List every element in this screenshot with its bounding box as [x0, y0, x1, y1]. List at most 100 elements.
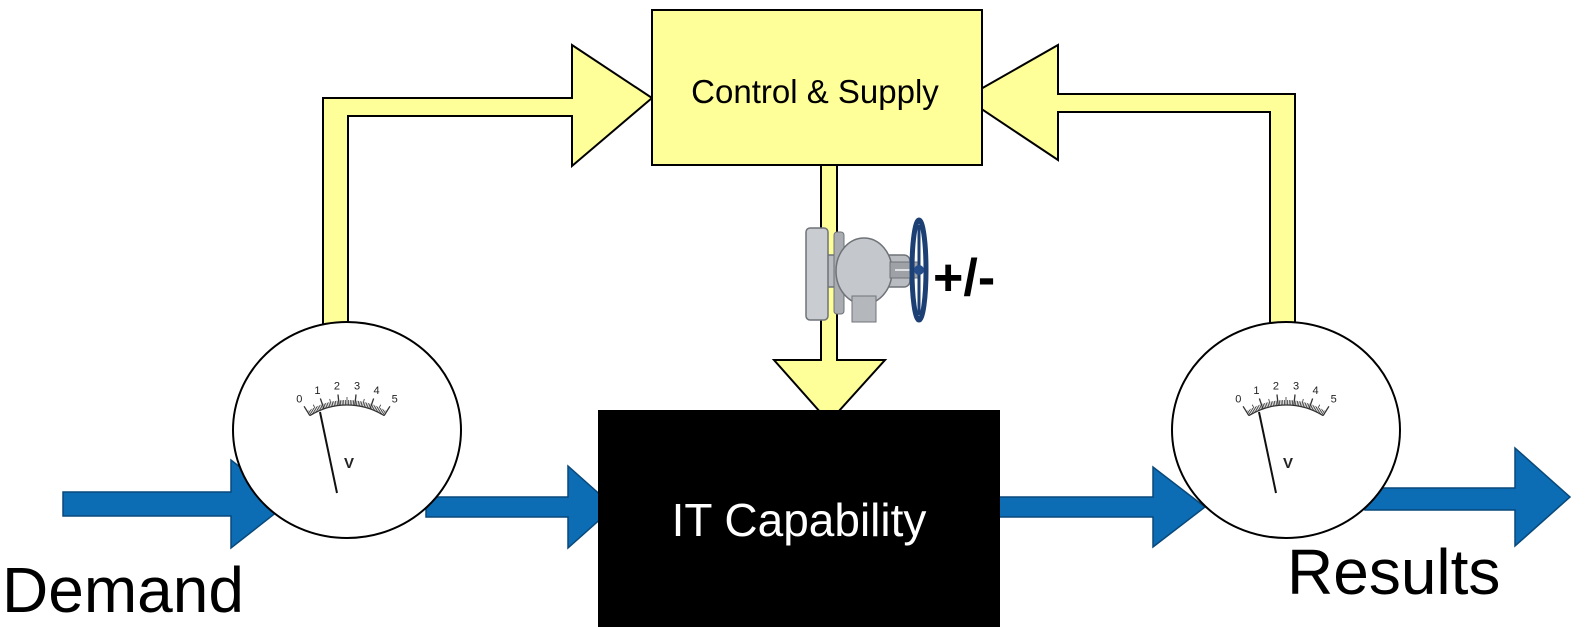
control-down-arrow: [771, 164, 888, 424]
meter-unit-label: V: [1283, 455, 1293, 472]
meter-tick: [359, 401, 361, 407]
meter-tick: [372, 405, 376, 411]
meter-scale-number: 5: [392, 394, 398, 406]
meter-tick: [378, 407, 382, 413]
meter-tick: [1314, 406, 1318, 412]
demand-voltmeter-icon: 01 2 3 45V: [232, 321, 462, 539]
meter-tick: [311, 408, 315, 414]
meter-tick: [1313, 405, 1316, 411]
meter-needle: [1258, 411, 1277, 494]
meter-tick: [383, 405, 391, 416]
meter-tick: [1275, 400, 1278, 406]
capability-to-meter-arrow: [997, 465, 1207, 549]
meter-tick: [365, 402, 368, 408]
meter-tick: [323, 403, 326, 409]
meter-tick: [1268, 398, 1271, 407]
meter-tick: [1247, 410, 1251, 416]
meter-tick: [357, 400, 360, 406]
meter-scale-number: 1: [314, 385, 320, 397]
meter-tick: [1250, 408, 1254, 414]
meter-tick: [1265, 402, 1268, 408]
meter-scale-number: 5: [1331, 394, 1337, 406]
meter-tick: [1318, 408, 1322, 414]
demand-label: Demand: [2, 554, 244, 626]
meter-tick: [1320, 409, 1324, 415]
meter-tick: [1254, 406, 1258, 412]
meter-tick: [329, 398, 332, 407]
control-supply-box: [651, 9, 983, 166]
meter-tick: [1272, 401, 1274, 407]
meter-tick: [333, 401, 335, 407]
meter-tick: [1293, 394, 1296, 406]
meter-tick: [369, 398, 375, 410]
meter-tick: [1294, 400, 1297, 406]
meter-tick: [382, 410, 386, 416]
left-feedback-arrow: [322, 43, 654, 328]
meter-tick: [331, 401, 334, 407]
meter-tick: [1307, 403, 1310, 409]
demand-input-arrow: [62, 458, 289, 550]
meter-tick: [1262, 403, 1265, 409]
meter-scale-number: 0: [1235, 394, 1241, 406]
meter-tick: [1242, 405, 1250, 416]
meter-tick: [1321, 410, 1325, 416]
meter-tick: [1322, 405, 1330, 416]
meter-tick: [376, 404, 382, 413]
meter-tick: [362, 398, 365, 407]
meter-tick: [1276, 394, 1279, 406]
meter-tick: [326, 402, 329, 408]
meter-tick: [1310, 404, 1313, 410]
meter-tick: [355, 400, 358, 406]
meter-tick: [375, 406, 379, 412]
meter-tick: [1296, 400, 1299, 406]
meter-tick: [337, 394, 340, 406]
adjust-label: +/-: [933, 249, 995, 307]
meter-tick: [334, 400, 337, 406]
meter-tick: [354, 394, 357, 406]
meter-tick: [308, 410, 312, 416]
meter-tick: [374, 405, 377, 411]
meter-tick: [1299, 401, 1302, 407]
meter-tick: [363, 402, 366, 408]
meter-tick: [371, 404, 374, 410]
meter-to-capability-arrow: [425, 464, 616, 550]
meter-tick: [1305, 403, 1308, 409]
meter-tick: [1256, 405, 1259, 411]
meter-tick: [1298, 401, 1300, 407]
meter-tick: [319, 398, 325, 410]
it-capability-label: IT Capability: [672, 494, 927, 546]
meter-scale-number: 2: [1273, 381, 1279, 393]
meter-tick: [1267, 402, 1270, 408]
meter-scale-number: 2: [334, 381, 340, 393]
meter-unit-label: V: [344, 455, 354, 472]
meter-tick: [1251, 407, 1255, 413]
meter-tick: [1259, 404, 1262, 410]
meter-scale-number: 3: [1293, 381, 1299, 393]
meter-scale-number: 1: [1253, 385, 1259, 397]
meter-tick: [303, 405, 311, 416]
meter-tick: [1251, 404, 1257, 413]
meter-tick: [312, 407, 316, 413]
meter-tick: [1270, 401, 1273, 407]
meter-scale-number: 0: [296, 394, 302, 406]
meter-tick: [317, 405, 320, 411]
meter-tick: [1302, 402, 1305, 408]
meter-tick: [1311, 405, 1315, 411]
meter-tick: [325, 403, 328, 409]
meter-tick: [315, 406, 319, 412]
meter-tick: [1317, 407, 1321, 413]
results-output-arrow: [1364, 446, 1572, 548]
meter-scale-number: 4: [374, 385, 380, 397]
meter-tick: [1315, 404, 1321, 413]
meter-tick: [1258, 398, 1264, 410]
meter-tick: [1273, 400, 1276, 406]
meter-tick: [336, 400, 339, 406]
meter-scale-number: 3: [354, 381, 360, 393]
meter-tick: [312, 404, 318, 413]
it-capability-box: [598, 410, 1000, 627]
meter-tick: [360, 401, 363, 407]
meter-tick: [1308, 398, 1314, 410]
results-label: Results: [1287, 536, 1500, 608]
